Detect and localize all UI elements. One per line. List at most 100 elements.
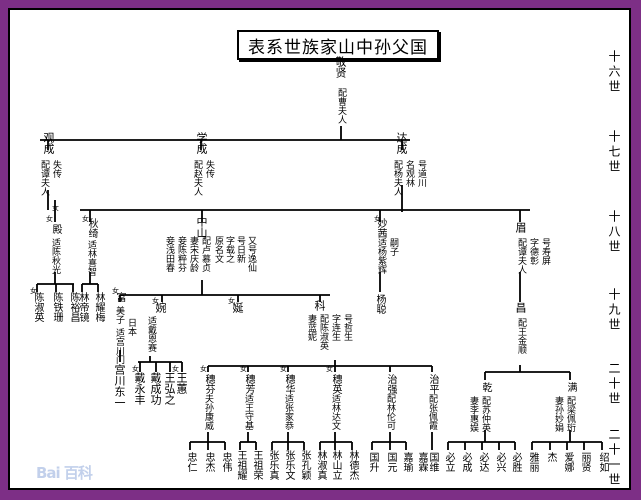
alias-ke-1: 字连生 xyxy=(330,314,340,341)
person-suifang: 穗芳 xyxy=(243,374,254,394)
person-g21-guosheng: 国升 xyxy=(367,452,378,472)
person-g21-bisheng: 必胜 xyxy=(510,452,521,472)
person-g21-yali: 雅丽 xyxy=(527,452,538,472)
generation-label-19: 十九世 xyxy=(607,288,621,333)
person-g21-lin-shuzhen: 林淑真 xyxy=(315,450,326,480)
alias-zhongshan-2: 字载之 xyxy=(224,236,234,263)
alias-fu-2: 日本 xyxy=(126,318,136,336)
person-suihua: 穗华 xyxy=(283,374,294,394)
person-g21-guowei: 国维 xyxy=(427,452,438,472)
chart-frame: 表系世族家山中孙父国 xyxy=(8,8,631,490)
person-g21-zhang-kongying: 张孔颖 xyxy=(299,450,310,480)
spouse-ke-1: 配陈淑英 xyxy=(318,314,328,350)
person-g21-jialin: 嘉霖 xyxy=(416,452,427,472)
female-mark: 女 xyxy=(112,287,119,295)
female-mark: 女 xyxy=(240,365,247,373)
alias-fu-1: 美子 xyxy=(114,306,124,324)
person-qian: 乾 xyxy=(480,382,491,392)
person-g21-aina: 爱娜 xyxy=(562,452,573,472)
spouse-mei: 配谭夫人 xyxy=(516,238,526,274)
alias-fu-3: 适宫川门 xyxy=(114,328,124,364)
person-g21-zhang-lewen: 张乐文 xyxy=(283,450,294,480)
tree-lines xyxy=(36,126,603,450)
spouse-suiying: 适林达文 xyxy=(330,394,340,430)
alias-dacheng-2: 号道川 xyxy=(416,160,426,187)
spouse-miaoqian: 适杨紫辉 xyxy=(376,238,386,274)
female-mark: 女 xyxy=(200,365,207,373)
spouse-xuecheng: 配赵夫人 xyxy=(192,160,202,196)
person-wang-hongzhi: 王弘之 xyxy=(163,372,176,405)
spouse-zhongshan-2: 妻宋庆龄 xyxy=(188,236,198,272)
person-g21-lin-shanli: 林山立 xyxy=(330,450,341,480)
spouse-zhongshan-1: 配卢慕贞 xyxy=(200,236,210,272)
person-chen-shuying: 陈淑英 xyxy=(32,292,43,322)
alias-zhongshan-1: 原名文 xyxy=(213,236,223,263)
person-dian: 殿 xyxy=(50,224,61,234)
female-mark: 女 xyxy=(82,215,89,223)
note-miaoqian: 嗣子 xyxy=(388,238,398,256)
female-mark: 女 xyxy=(374,215,381,223)
person-dai-yongfeng: 戴永丰 xyxy=(133,372,146,405)
spouse-man-2: 妻孙妙娟 xyxy=(553,396,563,432)
alias-ke-2: 号哲生 xyxy=(342,314,352,341)
spouse-zhongshan-4: 妾浅田春 xyxy=(164,236,174,272)
spouse-zhiping: 配张佩霞 xyxy=(427,394,437,430)
alias-mei-1: 字德彰 xyxy=(528,238,538,265)
person-g21-wang-zurong: 王祖荣 xyxy=(251,450,262,480)
person-dacheng: 达成 xyxy=(395,132,408,154)
person-lin-yaomei: 林耀梅 xyxy=(93,292,104,322)
spouse-qian-1: 配苏仲英 xyxy=(480,396,490,432)
generation-label-20: 二十世 xyxy=(607,362,621,407)
person-yang-cong: 杨聪 xyxy=(374,294,385,314)
female-mark: 女 xyxy=(152,297,159,305)
person-miaoqian: 妙茜 xyxy=(375,218,386,238)
female-mark: 女 xyxy=(132,365,139,373)
person-wan: 婉 xyxy=(154,302,167,313)
alias-mei-2: 号寿屏 xyxy=(540,238,550,265)
person-dai-chenggong: 戴成功 xyxy=(149,372,162,405)
watermark-logo: Bai 百科 xyxy=(36,464,93,482)
female-mark: 女 xyxy=(326,365,333,373)
person-man: 满 xyxy=(565,382,576,392)
spouse-zhiqiang: 配林伦可 xyxy=(385,394,395,430)
person-qiuqi: 秋绮 xyxy=(86,218,97,238)
spouse-zhongshan-3: 妾陈粹芬 xyxy=(176,236,186,272)
person-chen-tieshan: 陈铁珊 xyxy=(51,292,62,322)
person-chen-yuchang: 陈裕昌 xyxy=(68,292,79,322)
person-zhiping: 治平 xyxy=(427,374,438,394)
person-g21-zhongren: 忠仁 xyxy=(185,452,196,472)
spouse-suifen: 夫孙康威 xyxy=(203,394,213,430)
person-g21-zhongjie: 忠杰 xyxy=(203,452,214,472)
spouse-suifang: 适王守基 xyxy=(243,394,253,430)
person-jingxian: 敬贤 xyxy=(334,56,347,78)
person-lin-dijing: 林帝镜 xyxy=(77,292,88,322)
generation-label-18: 十八世 xyxy=(607,210,621,255)
person-gongchuan-dongyi: 宫川东一 xyxy=(113,364,126,408)
person-wang-hui: 王蕙 xyxy=(175,372,188,394)
person-g21-lixian: 丽贤 xyxy=(579,452,590,472)
person-g21-wang-zuyao: 王祖耀 xyxy=(235,450,246,480)
person-g21-zhongwei: 忠伟 xyxy=(220,452,231,472)
spouse-jingxian: 配曹夫人 xyxy=(336,88,346,124)
person-yan: 娫 xyxy=(231,302,244,313)
spouse-man-1: 配梁佩珩 xyxy=(565,396,575,432)
person-zhongshan: 中山 xyxy=(195,216,208,238)
generation-label-17: 十七世 xyxy=(607,130,621,175)
person-g21-bili: 必立 xyxy=(443,452,454,472)
person-suifen: 穗芬 xyxy=(203,374,214,394)
person-fu: 富 xyxy=(114,292,125,302)
person-g21-bida: 必达 xyxy=(477,452,488,472)
person-g21-jie: 杰 xyxy=(545,452,556,462)
female-mark: 女 xyxy=(30,287,37,295)
spouse-chang: 配王金顺 xyxy=(516,318,526,354)
person-g21-guoyuan: 国元 xyxy=(385,452,396,472)
person-xuecheng: 学成 xyxy=(195,132,208,154)
spouse-wan: 适戴恩赛 xyxy=(146,316,156,352)
person-zhiqiang: 治强 xyxy=(385,374,396,394)
person-guancheng: 观成 xyxy=(42,132,55,154)
person-g21-zhang-lezhen: 张乐真 xyxy=(267,450,278,480)
person-g21-bicheng: 必成 xyxy=(460,452,471,472)
person-chang: 昌 xyxy=(514,302,527,313)
person-suiying: 穗英 xyxy=(330,374,341,394)
generation-label-16: 十六世 xyxy=(607,50,621,95)
